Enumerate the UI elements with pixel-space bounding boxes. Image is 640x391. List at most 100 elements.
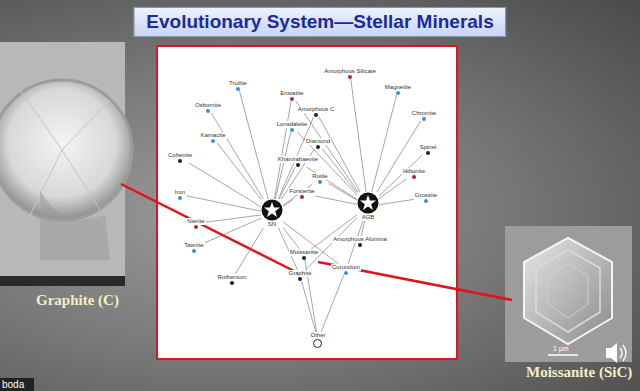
mineral-node: Enstatite: [279, 90, 304, 101]
network-link: [217, 143, 261, 199]
node-label: Nierite: [186, 218, 205, 225]
mineral-node: Hibonite: [402, 168, 426, 179]
mineral-dot: [302, 256, 306, 260]
node-label: Amorphous Silicate: [323, 68, 377, 75]
mineral-node: Corundum: [331, 264, 361, 275]
mineral-dot: [298, 277, 302, 281]
mineral-dot: [192, 249, 196, 253]
node-label: AGB: [361, 214, 376, 221]
mineral-node: Moissanite: [289, 249, 320, 260]
node-label: Graphite: [287, 270, 312, 277]
mineral-node: Grossite: [414, 192, 438, 203]
network-link: [206, 215, 261, 222]
mineral-node: Diamond: [305, 138, 331, 149]
mineral-dot: [412, 175, 416, 179]
network-link: [319, 117, 360, 192]
mineral-node: Chromite: [411, 110, 437, 121]
network-link: [302, 281, 316, 332]
mineral-dot: [236, 87, 240, 91]
node-label: Kamacite: [199, 132, 226, 139]
network-link: [283, 199, 294, 206]
network-link: [379, 155, 422, 196]
network-link: [379, 199, 414, 204]
slide-title: Evolutionary System—Stellar Minerals: [146, 11, 493, 33]
mineral-dot: [290, 97, 294, 101]
network-link: [297, 132, 357, 195]
mineral-dot: [290, 128, 294, 132]
mineral-node: Amorphous Alumina: [332, 236, 388, 247]
mineral-node: Troilite: [228, 80, 248, 91]
network-link: [296, 101, 358, 192]
network-link: [283, 222, 339, 264]
mineral-node: Spinel: [419, 144, 438, 155]
mineral-dot: [230, 281, 234, 285]
network-link: [321, 275, 344, 332]
star-hub: SN: [261, 199, 283, 228]
leader-line: [121, 184, 300, 274]
node-label: Amorphous Alumina: [332, 236, 388, 243]
graphite-image: [0, 42, 132, 286]
mineral-node: Forsterite: [288, 188, 315, 199]
network-link: [235, 228, 263, 274]
image-label: 1 μm: [553, 345, 569, 352]
node-label: Corundum: [331, 264, 361, 271]
mineral-node: Nierite: [186, 218, 205, 229]
network-link: [316, 196, 357, 204]
network-link: [211, 113, 263, 199]
node-label: Taenite: [183, 242, 204, 249]
mineral-node: Taenite: [183, 242, 204, 253]
mineral-node: Amorphous C: [297, 106, 336, 117]
network-link: [189, 163, 261, 207]
node-label: Chromite: [411, 110, 437, 117]
mineral-node: Graphite: [287, 270, 312, 281]
star-hub: AGB: [357, 192, 379, 221]
image-label: Moissanite (SiC): [526, 364, 632, 381]
moissanite-image: [505, 226, 632, 362]
mineral-dot: [358, 243, 362, 247]
leader-line: [318, 262, 512, 300]
mineral-dot: [314, 113, 318, 117]
node-label: Spinel: [419, 144, 438, 151]
other-node: Other: [309, 332, 326, 348]
mineral-dot: [316, 145, 320, 149]
node-label: Osbornite: [194, 102, 222, 109]
node-label: Magnetite: [384, 84, 412, 91]
network-link: [305, 218, 357, 270]
mineral-node: Amorphous Silicate: [323, 68, 377, 79]
network-link: [311, 215, 357, 249]
network-link: [372, 95, 397, 192]
mineral-node: Rutile: [311, 173, 328, 184]
mineral-dot: [344, 271, 348, 275]
star-symbol: [357, 192, 379, 214]
mineral-dot: [426, 151, 430, 155]
mineral-dot: [178, 159, 182, 163]
node-label: Ruthenium: [216, 274, 247, 281]
title-banner: Evolutionary System—Stellar Minerals: [133, 7, 506, 37]
mineral-node: Khamrabaevite: [277, 156, 319, 167]
network-link: [379, 179, 406, 199]
mineral-dot: [422, 117, 426, 121]
network-link: [322, 149, 357, 193]
network-link: [283, 228, 300, 249]
speaker-icon: [606, 343, 626, 363]
image-label: Graphite (C): [36, 292, 119, 309]
node-label: Forsterite: [288, 188, 315, 195]
mineral-node: Magnetite: [384, 84, 412, 95]
node-label: Enstatite: [279, 90, 304, 97]
network-link: [329, 184, 357, 201]
star-symbol: [261, 199, 283, 221]
mineral-dot: [348, 75, 352, 79]
mineral-node: Kamacite: [199, 132, 226, 143]
mineral-node: Cohenite: [167, 152, 193, 163]
mineral-dot: [424, 199, 428, 203]
node-label: Diamond: [305, 138, 331, 145]
network-link: [351, 79, 366, 192]
mineral-dot: [211, 139, 215, 143]
mineral-dot: [300, 195, 304, 199]
node-label: Hibonite: [402, 168, 426, 175]
mineral-dot: [296, 163, 300, 167]
name-bar: [0, 378, 34, 391]
node-label: Moissanite: [289, 249, 320, 256]
network-link: [205, 218, 261, 243]
node-label: Amorphous C: [297, 106, 336, 113]
